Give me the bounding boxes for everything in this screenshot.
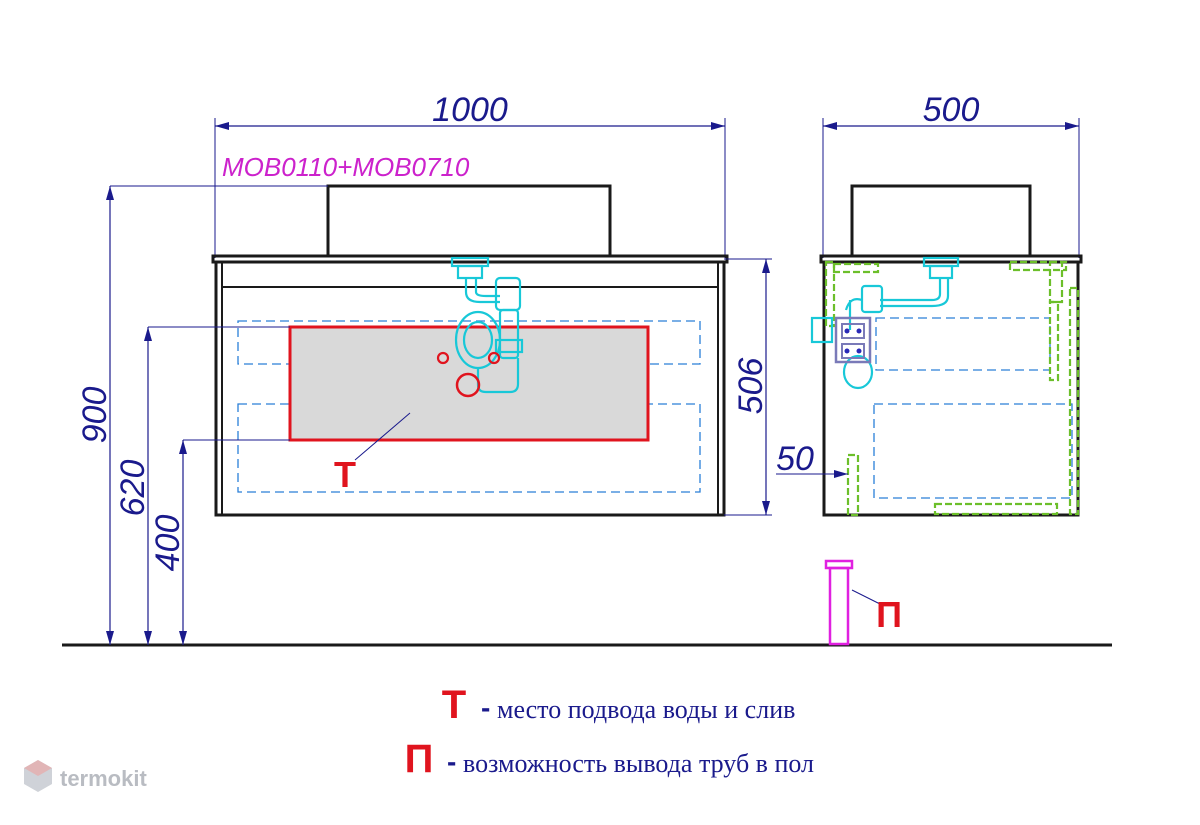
legend-t-dash: - [481,692,490,723]
legend-item-p: П - возможность вывода труб в пол [405,737,814,781]
dim-1000-label: 1000 [432,91,508,129]
front-view: 1000 MOB0110+MOB0710 [211,91,772,517]
basin-outline [326,184,612,258]
water-inlet-marker [436,351,450,365]
siphon-side [810,256,960,390]
green-hardware [824,260,1080,517]
dimension-506: 506 [724,258,772,516]
legend: Т - место подвода воды и слив П - возмож… [405,683,814,781]
floor-pipe [824,559,883,646]
drain-marker [455,372,481,398]
dim-506-label: 506 [732,358,770,415]
side-drawer-lower [873,403,1073,499]
t-marker: Т [334,454,356,495]
cabinet-side-body [822,260,1080,517]
dimension-1000: 1000 [214,91,726,258]
legend-p-dash: - [447,746,456,777]
dim-620-label: 620 [114,460,152,517]
cabinet-body [214,260,726,517]
water-inlet-marker-2 [487,351,501,365]
dimension-900: 900 [76,185,328,645]
p-marker: П [876,594,902,635]
t-leader-line [354,412,411,461]
dimension-50: 50 [776,440,848,478]
service-zone [288,325,650,442]
legend-t-mark: Т [442,683,466,727]
legend-p-text: возможность вывода труб в пол [463,749,814,778]
watermark-text: termokit [60,766,147,791]
dimension-620: 620 [114,326,290,645]
dimension-400: 400 [149,439,290,645]
basin-side-outline [850,184,1032,258]
dim-50-label: 50 [776,440,814,478]
legend-item-t: Т - место подвода воды и слив [442,683,796,727]
dim-500-label: 500 [923,91,980,129]
model-label: MOB0110+MOB0710 [222,152,470,182]
dimension-500: 500 [822,91,1080,258]
watermark: termokit [24,760,147,792]
legend-t-text: место подвода воды и слив [497,695,795,724]
siphon-front [450,256,524,394]
side-view: 500 [776,91,1083,646]
valve-block [834,316,872,364]
dim-900-label: 900 [76,387,114,444]
legend-p-mark: П [405,737,434,781]
dim-400-label: 400 [149,515,187,572]
side-drawer-upper [875,317,1051,371]
